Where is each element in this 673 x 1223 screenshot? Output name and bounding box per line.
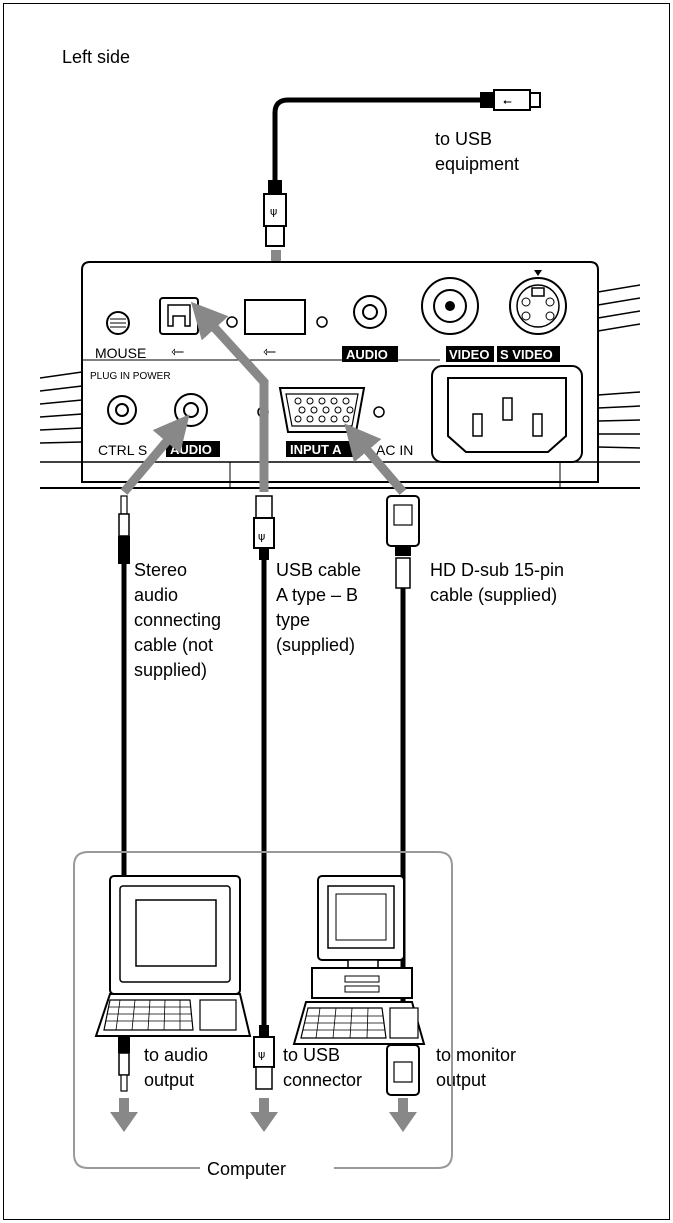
- mouse-port: [106, 311, 130, 335]
- usb-icon: ⇽: [171, 342, 184, 361]
- desktop-computer-icon: [292, 875, 426, 1045]
- usb-cable: ψ ψ: [253, 495, 275, 1090]
- audio-top-label: AUDIO: [346, 347, 388, 362]
- rear-panel: MOUSE ⇽ ⇽ AUDIO VIDEO S VIDEO: [39, 261, 641, 489]
- input-a-label: INPUT A: [290, 442, 342, 457]
- audio-bottom-label: AUDIO: [170, 442, 212, 457]
- svg-text:to audio: to audio: [144, 1045, 208, 1065]
- svg-text:output: output: [436, 1070, 486, 1090]
- usb-cable-label: USB cable A type – B type (supplied): [276, 560, 361, 655]
- usb-equipment-label: to USB: [435, 129, 492, 149]
- svg-text:supplied): supplied): [134, 660, 207, 680]
- svg-text:type: type: [276, 610, 310, 630]
- mouse-label: MOUSE: [95, 345, 146, 361]
- svg-text:(supplied): (supplied): [276, 635, 355, 655]
- s-video-label: S VIDEO: [500, 347, 553, 362]
- svg-text:cable (supplied): cable (supplied): [430, 585, 557, 605]
- side-label: Left side: [62, 47, 130, 67]
- svg-text:ψ: ψ: [258, 530, 265, 543]
- svg-text:ψ: ψ: [270, 205, 277, 218]
- usb-icon: ⇽: [263, 342, 276, 361]
- video-label: VIDEO: [449, 347, 489, 362]
- arrow-up-icon: [120, 301, 407, 495]
- svg-text:HD D-sub 15-pin: HD D-sub 15-pin: [430, 560, 564, 580]
- svg-text:USB cable: USB cable: [276, 560, 361, 580]
- svg-text:connector: connector: [283, 1070, 362, 1090]
- plug-in-power-label: PLUG IN POWER: [90, 371, 171, 382]
- svg-text:connecting: connecting: [134, 610, 221, 630]
- usb-icon: ⭠: [503, 95, 512, 108]
- svg-text:ψ: ψ: [258, 1048, 265, 1061]
- ac-in-inlet: [431, 365, 583, 463]
- ac-in-label-text: AC IN: [376, 442, 413, 458]
- usb-equipment-label-2: equipment: [435, 154, 519, 174]
- page-border: [3, 3, 670, 1220]
- svg-text:to USB: to USB: [283, 1045, 340, 1065]
- svg-text:A type – B: A type – B: [276, 585, 358, 605]
- svg-text:cable (not: cable (not: [134, 635, 213, 655]
- usb-a-port: [244, 299, 306, 335]
- svg-text:Stereo: Stereo: [134, 560, 187, 580]
- monitor-output-label: to monitor output: [436, 1045, 516, 1090]
- ctrl-s-label: CTRL S: [98, 442, 147, 458]
- usb-b-port: [159, 297, 199, 335]
- usb-connector-label: to USB connector: [283, 1045, 362, 1090]
- audio-output-label: to audio output: [144, 1045, 208, 1090]
- laptop-icon: [94, 875, 252, 1037]
- input-a-port: [278, 387, 366, 433]
- computer-group-box: [73, 851, 453, 1169]
- usb-equipment-cable: ⭠ ψ: [263, 89, 541, 247]
- stereo-cable-label: Stereo audio connecting cable (not suppl…: [134, 560, 221, 680]
- arrow-down-icon: [110, 1098, 417, 1132]
- svg-text:output: output: [144, 1070, 194, 1090]
- computer-label: Computer: [207, 1159, 286, 1179]
- svg-text:to monitor: to monitor: [436, 1045, 516, 1065]
- svg-text:audio: audio: [134, 585, 178, 605]
- hd-cable-label: HD D-sub 15-pin cable (supplied): [430, 560, 564, 605]
